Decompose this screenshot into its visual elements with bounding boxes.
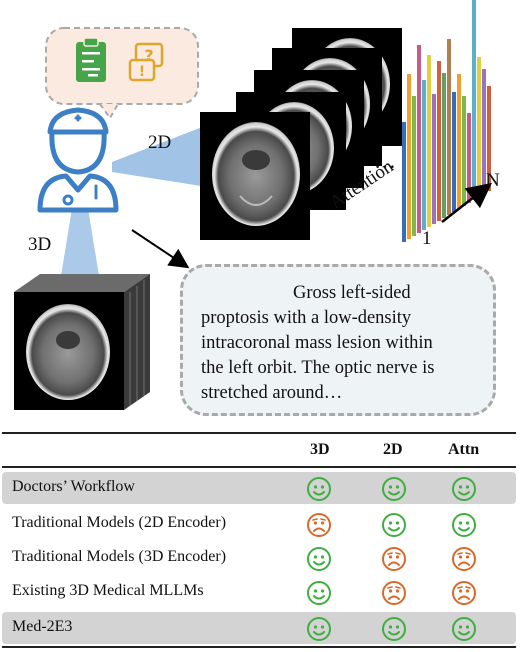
row-label: Traditional Models (2D Encoder)	[12, 514, 227, 531]
thought-bubble: ? !	[45, 27, 199, 120]
report-arrow	[131, 229, 190, 269]
table-row: Doctors’ Workflow	[2, 472, 516, 504]
table-row: Traditional Models (2D Encoder)	[2, 508, 516, 540]
pipeline-diagram: ? !	[14, 0, 492, 410]
attention-bar	[482, 69, 486, 194]
smiley-happy-icon	[452, 617, 476, 641]
smiley-sad-icon	[452, 547, 476, 571]
row-label: Traditional Models (3D Encoder)	[12, 548, 227, 565]
header-attn: Attn	[448, 441, 480, 458]
beam-3d	[60, 196, 100, 282]
smiley-sad-icon	[452, 581, 476, 605]
attention-bar	[432, 94, 436, 224]
ct-slice-stack	[200, 28, 402, 240]
attention-bar	[477, 57, 481, 197]
doctor-icon	[37, 107, 119, 213]
attention-bar	[442, 73, 446, 218]
attention-bar	[412, 96, 416, 236]
attention-bar	[457, 74, 461, 209]
attention-bar-chart	[402, 0, 491, 242]
header-3d: 3D	[310, 441, 330, 458]
table-row: Med-2E3	[2, 612, 516, 644]
smiley-sad-icon	[382, 581, 406, 605]
table-row: Traditional Models (3D Encoder)	[2, 542, 516, 574]
table-bottom-rule	[2, 646, 516, 648]
table-top-rule	[2, 432, 516, 434]
attention-bar	[452, 92, 456, 212]
report-line: Gross left-sided	[293, 283, 411, 303]
label-3d: 3D	[28, 234, 52, 255]
row-label: Med-2E3	[12, 618, 73, 635]
row-label: Doctors’ Workflow	[12, 478, 135, 495]
table-header-rule	[2, 466, 516, 468]
ellipsis-label: …	[374, 148, 396, 173]
attention-bar	[472, 0, 476, 200]
label-2d: 2D	[148, 132, 172, 153]
question-bubble-icon: ? !	[128, 42, 164, 82]
row-label: Existing 3D Medical MLLMs	[12, 582, 204, 599]
attention-bar	[462, 96, 466, 206]
attention-bar	[407, 74, 411, 239]
axis-label-n: N	[486, 170, 500, 191]
table-row: Existing 3D Medical MLLMs	[2, 576, 516, 608]
smiley-happy-icon	[307, 617, 331, 641]
axis-label-one: 1	[422, 228, 432, 249]
attention-bar	[417, 45, 421, 233]
smiley-happy-icon	[307, 581, 331, 605]
axis-arrow	[441, 182, 492, 223]
attention-bar	[427, 55, 431, 227]
report-text: Gross left-sided proptosis with a low-de…	[201, 281, 483, 406]
beam-2d	[112, 124, 214, 188]
report-line: the left orbit. The optic nerve is	[201, 358, 435, 378]
smiley-sad-icon	[307, 513, 331, 537]
attention-bar	[467, 113, 471, 203]
smiley-happy-icon	[382, 477, 406, 501]
svg-text:?: ?	[144, 46, 153, 65]
clipboard-icon	[76, 37, 106, 82]
attention-bar	[402, 122, 406, 242]
ct-volume-cube	[14, 274, 150, 410]
smiley-sad-icon	[382, 547, 406, 571]
report-line: proptosis with a low-density	[201, 308, 412, 328]
report-box: Gross left-sided proptosis with a low-de…	[180, 264, 496, 416]
report-line: intracoronal mass lesion within	[201, 333, 433, 353]
smiley-happy-icon	[382, 513, 406, 537]
attention-bar	[487, 86, 491, 191]
attention-bar	[437, 61, 441, 221]
smiley-happy-icon	[307, 477, 331, 501]
header-2d: 2D	[383, 441, 403, 458]
report-line: stretched around…	[201, 383, 343, 403]
smiley-happy-icon	[452, 477, 476, 501]
smiley-happy-icon	[382, 617, 406, 641]
smiley-happy-icon	[452, 513, 476, 537]
attention-bar	[447, 39, 451, 215]
attention-bar	[422, 80, 426, 230]
smiley-happy-icon	[307, 547, 331, 571]
svg-text:!: !	[139, 64, 145, 80]
